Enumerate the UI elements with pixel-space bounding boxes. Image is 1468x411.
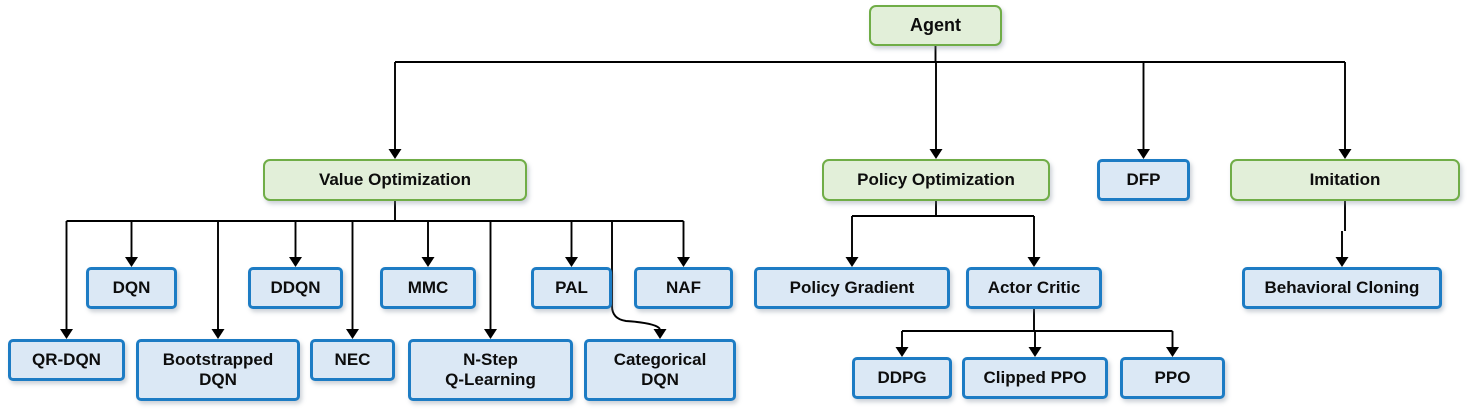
node-label-clipped_ppo: Clipped PPO: [983, 367, 1087, 387]
edge-policy_optimization-to-policy_gradient-arrowhead: [845, 257, 859, 267]
edge-value_optimization-to-dqn-arrowhead: [125, 257, 138, 267]
node-label-ddpg: DDPG: [877, 367, 927, 387]
edge-value_optimization-to-qr_dqn-arrowhead: [60, 329, 73, 339]
edge-agent-to-policy_optimization-arrowhead: [929, 149, 943, 159]
edge-actor_critic-to-ddpg-arrowhead: [895, 347, 909, 357]
node-label-mmc: MMC: [407, 277, 449, 297]
edge-imitation-to-behavioral_cloning-arrowhead: [1335, 257, 1349, 267]
node-dqn[interactable]: DQN: [86, 267, 177, 309]
node-ppo[interactable]: PPO: [1120, 357, 1225, 399]
node-label-dqn: DQN: [112, 277, 151, 297]
edge-value_optimization-to-nec-arrowhead: [346, 329, 359, 339]
node-label-policy_gradient: Policy Gradient: [789, 277, 915, 297]
node-label-ppo: PPO: [1154, 367, 1191, 387]
edge-actor_critic-to-ppo-arrowhead: [1166, 347, 1179, 357]
edge-agent-to-imitation-arrowhead: [1338, 149, 1352, 159]
edge-actor_critic-to-clipped_ppo-arrowhead: [1028, 347, 1042, 357]
node-ddqn[interactable]: DDQN: [248, 267, 343, 309]
node-pal[interactable]: PAL: [531, 267, 612, 309]
edge-agent-to-dfp-arrowhead: [1137, 149, 1150, 159]
node-naf[interactable]: NAF: [634, 267, 733, 309]
node-label-dfp: DFP: [1126, 169, 1161, 189]
node-actor_critic[interactable]: Actor Critic: [966, 267, 1102, 309]
node-n_step_q_learning[interactable]: N-Step Q-Learning: [408, 339, 573, 401]
edge-value_optimization-to-bootstrapped_dqn-arrowhead: [211, 329, 225, 339]
node-nec[interactable]: NEC: [310, 339, 395, 381]
node-qr_dqn[interactable]: QR-DQN: [8, 339, 125, 381]
node-dfp[interactable]: DFP: [1097, 159, 1190, 201]
edge-agent-to-value_optimization-arrowhead: [388, 149, 402, 159]
edge-value_optimization-to-ddqn-arrowhead: [289, 257, 302, 267]
node-ddpg[interactable]: DDPG: [852, 357, 952, 399]
edge-value_optimization-to-pal-arrowhead: [565, 257, 578, 267]
node-label-agent: Agent: [910, 14, 961, 35]
node-label-n_step_q_learning: N-Step Q-Learning: [445, 349, 536, 389]
node-label-behavioral_cloning: Behavioral Cloning: [1264, 277, 1420, 297]
node-label-categorical_dqn: Categorical DQN: [613, 349, 707, 389]
edge-policy_optimization-to-actor_critic-arrowhead: [1027, 257, 1041, 267]
node-mmc[interactable]: MMC: [380, 267, 476, 309]
node-imitation[interactable]: Imitation: [1230, 159, 1460, 201]
node-label-ddqn: DDQN: [270, 277, 321, 297]
edge-value_optimization-to-n_step_q_learning-arrowhead: [484, 329, 497, 339]
node-label-imitation: Imitation: [1309, 169, 1381, 189]
node-label-nec: NEC: [334, 349, 371, 369]
edge-value_optimization-to-categorical_dqn-arrowhead: [653, 329, 667, 339]
node-label-naf: NAF: [666, 277, 701, 297]
node-policy_optimization[interactable]: Policy Optimization: [822, 159, 1050, 201]
node-behavioral_cloning[interactable]: Behavioral Cloning: [1242, 267, 1442, 309]
node-label-actor_critic: Actor Critic: [987, 277, 1081, 297]
node-bootstrapped_dqn[interactable]: Bootstrapped DQN: [136, 339, 300, 401]
edge-value_optimization-to-naf-arrowhead: [677, 257, 690, 267]
node-agent[interactable]: Agent: [869, 5, 1002, 46]
node-label-bootstrapped_dqn: Bootstrapped DQN: [162, 349, 274, 389]
node-label-policy_optimization: Policy Optimization: [857, 169, 1015, 189]
node-clipped_ppo[interactable]: Clipped PPO: [962, 357, 1108, 399]
node-label-pal: PAL: [555, 277, 588, 297]
node-value_optimization[interactable]: Value Optimization: [263, 159, 527, 201]
node-policy_gradient[interactable]: Policy Gradient: [754, 267, 950, 309]
node-categorical_dqn[interactable]: Categorical DQN: [584, 339, 736, 401]
node-label-qr_dqn: QR-DQN: [32, 349, 101, 369]
node-label-value_optimization: Value Optimization: [318, 169, 472, 189]
edge-value_optimization-to-mmc-arrowhead: [421, 257, 435, 267]
